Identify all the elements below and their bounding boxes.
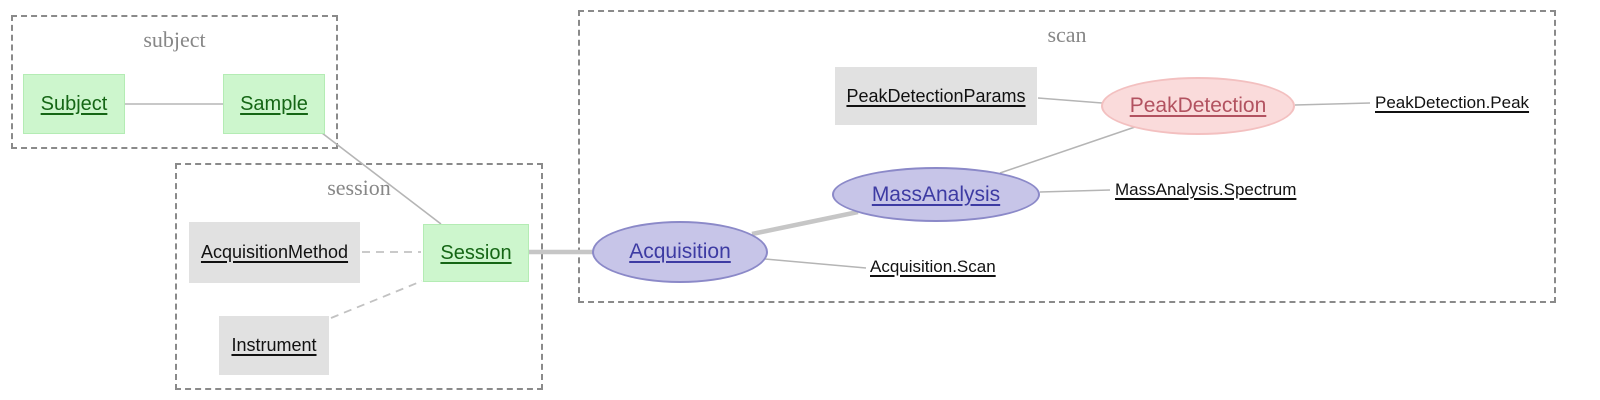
node-peak-detection-params[interactable]: PeakDetectionParams [835,67,1037,125]
cluster-subject: subject [11,15,338,149]
node-peak-detection-peak-label[interactable]: PeakDetection.Peak [1375,93,1530,112]
node-mass-analysis-label[interactable]: MassAnalysis [871,182,1001,206]
node-acquisition-method[interactable]: AcquisitionMethod [189,222,360,283]
node-acquisition-scan-label[interactable]: Acquisition.Scan [870,257,996,276]
node-session[interactable]: Session [423,224,529,282]
edge-massanalysis-peakdetection [999,126,1136,174]
node-mass-analysis[interactable]: MassAnalysis [832,167,1040,222]
cluster-session: session [175,163,543,390]
cluster-session-label: session [327,175,391,200]
cluster-subject-label: subject [143,27,206,52]
node-acquisition-method-label[interactable]: AcquisitionMethod [200,242,349,262]
edge-peakdetection-peakpart [1294,102,1371,106]
node-acquisition[interactable]: Acquisition [592,221,768,283]
node-mass-analysis-spectrum-label[interactable]: MassAnalysis.Spectrum [1115,180,1297,199]
node-sample-label[interactable]: Sample [240,92,308,115]
node-peak-detection-peak[interactable]: PeakDetection.Peak [1375,93,1529,113]
edge-acquisition-scanpart [764,258,867,269]
edge-instrument-session [330,280,423,319]
node-subject-label[interactable]: Subject [40,92,108,115]
node-peak-detection-params-label[interactable]: PeakDetectionParams [846,85,1026,106]
node-mass-analysis-spectrum[interactable]: MassAnalysis.Spectrum [1115,180,1296,200]
node-instrument[interactable]: Instrument [219,316,329,375]
node-acquisition-label[interactable]: Acquisition [629,240,731,263]
node-instrument-label[interactable]: Instrument [231,335,317,355]
cluster-scan-label: scan [1047,22,1087,47]
edge-sample-session [321,132,442,225]
edge-params-peakdetection [1037,97,1103,104]
cluster-scan: scan [578,10,1556,303]
node-peak-detection-label[interactable]: PeakDetection [1129,94,1267,117]
node-acquisition-scan[interactable]: Acquisition.Scan [870,257,996,277]
node-sample[interactable]: Sample [223,74,325,134]
edge-acquisition-massanalysis [751,209,859,237]
edge-massanalysis-spectrum [1039,189,1111,193]
node-subject[interactable]: Subject [23,74,125,134]
node-session-label[interactable]: Session [440,241,512,264]
node-peak-detection[interactable]: PeakDetection [1101,77,1295,135]
